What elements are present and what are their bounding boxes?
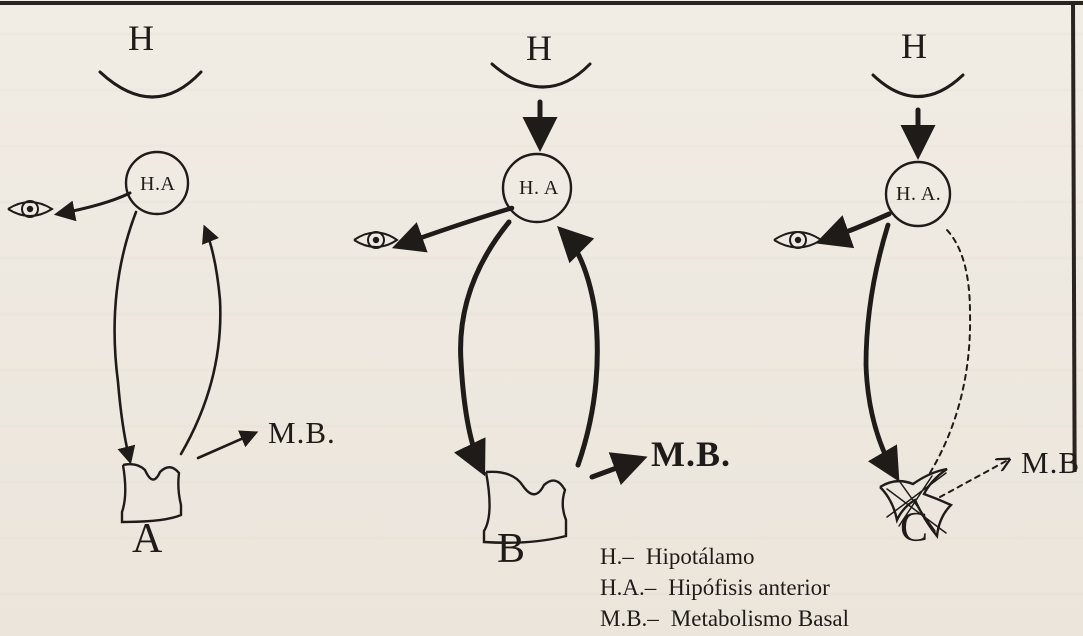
diagram-b-hypothalamus-label: H — [526, 30, 552, 66]
legend-row: M.B.– Metabolismo Basal — [600, 607, 849, 630]
legend: H.– Hipotálamo H.A.– Hipófisis anterior M.… — [600, 545, 1020, 635]
thyroid-to-pituitary-arrow-b — [562, 231, 597, 465]
diagram-a-hypothalamus-label: H — [128, 20, 154, 56]
thyroid-to-mb-arrow-a — [198, 433, 255, 458]
legend-meaning: Metabolismo Basal — [671, 606, 849, 631]
legend-row: H.A.– Hipófisis anterior — [600, 576, 830, 599]
diagram-c — [774, 75, 1008, 536]
diagram-a-metabolism-label: M.B. — [268, 417, 336, 448]
diagram-b-metabolism-label: M.B. — [651, 436, 731, 472]
diagram-c-letter: C — [900, 507, 928, 549]
thyroid-gland-a — [122, 464, 181, 522]
diagram-a-pituitary-label: H.A — [140, 174, 175, 194]
hypothalamus-cup-c — [873, 75, 963, 97]
pituitary-to-thyroid-arrow-c — [866, 225, 896, 476]
pituitary-to-eye-arrow-a — [58, 193, 130, 214]
diagram-a-letter: A — [132, 518, 162, 560]
thyroid-to-mb-dashed-arrow-c — [940, 460, 1008, 497]
hypothalamus-cup-a — [100, 72, 201, 97]
diagram-c-hypothalamus-label: H — [901, 28, 927, 64]
diagram-a — [8, 72, 255, 522]
legend-abbreviation: M.B.– — [600, 607, 659, 630]
legend-meaning: Hipotálamo — [646, 544, 755, 569]
thyroid-to-pituitary-arrow-a — [181, 228, 220, 454]
diagram-c-metabolism-label: M.B — [1021, 447, 1080, 478]
eye-icon — [774, 232, 821, 248]
legend-row: H.– Hipotálamo — [600, 545, 754, 568]
diagram-c-pituitary-label: H. A. — [896, 184, 941, 204]
pituitary-to-eye-arrow-c — [822, 214, 889, 241]
diagram-b-letter: B — [497, 528, 525, 570]
legend-meaning: Hipófisis anterior — [668, 575, 830, 600]
eye-icon — [8, 201, 52, 217]
thyroid-to-mb-arrow-b — [592, 459, 641, 477]
diagram-b — [354, 64, 641, 543]
pituitary-to-thyroid-arrow-b — [461, 222, 509, 470]
eye-icon — [354, 232, 397, 248]
dashed-feedback-c — [930, 230, 970, 473]
legend-abbreviation: H.A.– — [600, 576, 656, 599]
legend-abbreviation: H.– — [600, 545, 634, 568]
diagram-b-pituitary-label: H. A — [519, 178, 559, 198]
pituitary-to-thyroid-arrow-a — [115, 212, 136, 461]
